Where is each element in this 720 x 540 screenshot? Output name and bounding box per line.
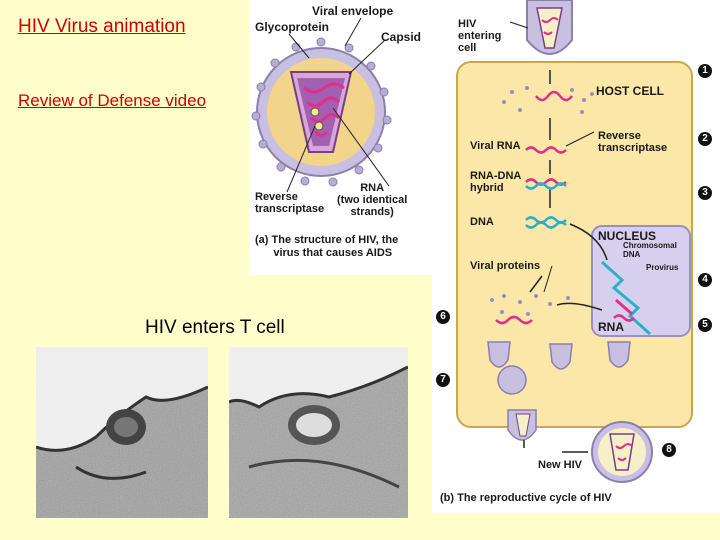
glycoprotein-label: Glycoprotein [255, 20, 330, 34]
rna-cycle-label: RNA [598, 320, 624, 334]
virus-particle [251, 37, 392, 187]
hiv-entering-label: HIV entering cell [458, 18, 502, 54]
cycle-caption: (b) The reproductive cycle of HIV [440, 492, 612, 504]
step-badge-5: 5 [698, 318, 712, 332]
reverse-transcriptase-cycle-label: Reverse transcriptase [598, 130, 668, 154]
capsid-label: Capsid [381, 30, 422, 44]
step-badge-7: 7 [436, 373, 450, 387]
viral-proteins-label: Viral proteins [470, 260, 541, 272]
rna-dna-hybrid-label: RNA-DNA hybrid [470, 170, 522, 194]
reverse-transcriptase-label: Reverse transcriptase [255, 191, 325, 215]
hiv-cycle-illustration [456, 0, 693, 483]
nucleus-label: NUCLEUS [598, 229, 657, 243]
review-defense-video-link[interactable]: Review of Defense video [18, 91, 207, 110]
hiv-animation-link[interactable]: HIV Virus animation [18, 16, 186, 37]
step-badge-4: 4 [698, 273, 712, 287]
provirus-label: Provirus [646, 263, 679, 272]
step-badge-6: 6 [436, 310, 450, 324]
hiv-enters-caption: HIV enters T cell [145, 317, 285, 338]
micrograph-left-image [36, 347, 208, 518]
step-badge-2: 2 [698, 132, 712, 146]
step-badge-8: 8 [662, 443, 676, 457]
micrograph-left [36, 347, 208, 518]
step-badge-1: 1 [698, 64, 712, 78]
hiv-structure-figure: Viral envelope Glycoprotein Capsid Rever… [249, 0, 432, 275]
structure-caption: (a) The structure of HIV, the virus that… [255, 234, 399, 259]
hiv-structure-illustration [251, 17, 392, 193]
micrograph-right [229, 347, 408, 518]
step-badge-3: 3 [698, 186, 712, 200]
dna-label: DNA [470, 216, 494, 228]
host-cell-label: HOST CELL [596, 84, 664, 98]
rna-label: RNA (two identical strands) [337, 182, 408, 218]
new-hiv-label: New HIV [538, 459, 583, 471]
micrograph-right-image [229, 347, 408, 518]
hiv-cycle-figure: 1 2 3 4 5 6 7 8 HIV entering cell HOST C… [432, 0, 720, 513]
viral-rna-label: Viral RNA [470, 140, 521, 152]
chromosomal-dna-label: Chromosomal DNA [623, 241, 677, 259]
viral-envelope-label: Viral envelope [312, 4, 394, 18]
